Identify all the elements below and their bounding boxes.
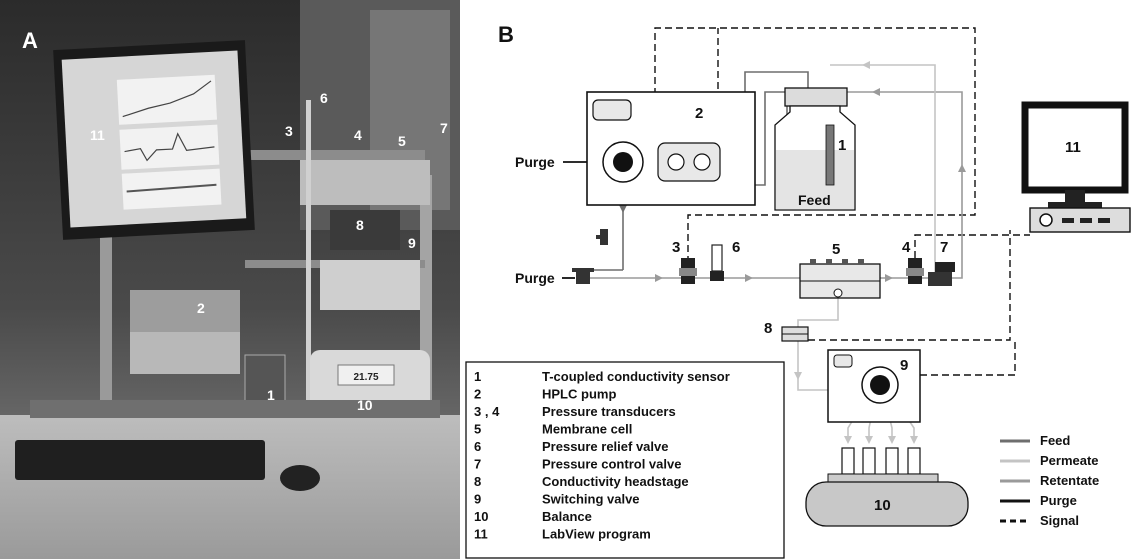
photo-label-3: 3 <box>285 123 293 139</box>
bench-rail <box>30 400 440 418</box>
label-4: 4 <box>902 239 911 256</box>
component-number: 8 <box>474 474 481 489</box>
legend-label: Signal <box>1040 513 1079 528</box>
component-number: 10 <box>474 509 488 524</box>
photo-label-9: 9 <box>408 235 416 251</box>
balance-10: 10 <box>806 474 968 526</box>
label-2: 2 <box>695 105 703 122</box>
photo-label-4: 4 <box>354 127 362 143</box>
component-number: 7 <box>474 457 481 472</box>
component-number: 6 <box>474 439 481 454</box>
component-number: 3 , 4 <box>474 404 500 419</box>
switching-valve-9: 9 <box>828 350 920 422</box>
photo-panel: 21.75 A 11 6 3 4 5 7 8 9 2 1 10 <box>0 0 460 559</box>
legend-label: Purge <box>1040 493 1077 508</box>
legend-label: Feed <box>1040 433 1070 448</box>
legend-label: Permeate <box>1040 453 1099 468</box>
label-7: 7 <box>940 239 948 256</box>
label-11: 11 <box>1065 139 1081 156</box>
purge-label-bottom: Purge <box>515 270 555 286</box>
component-name: Conductivity headstage <box>542 474 689 489</box>
label-5: 5 <box>832 241 840 258</box>
computer-11: 11 <box>1025 105 1130 232</box>
component-number: 9 <box>474 492 481 507</box>
component-table: 1 T-coupled conductivity sensor 2 HPLC pump… <box>466 362 784 558</box>
fitting-rail <box>300 160 430 205</box>
component-name: HPLC pump <box>542 387 616 402</box>
diagram-panel: B <box>460 0 1132 559</box>
photo-label-8: 8 <box>356 217 364 233</box>
photo-label-10: 10 <box>357 397 373 413</box>
mouse <box>280 465 320 491</box>
label-9: 9 <box>900 357 908 374</box>
hplc-pump-symbol: 2 <box>587 92 755 205</box>
frame-post <box>100 225 112 425</box>
photo-label-1: 1 <box>267 387 275 403</box>
feed-label: Feed <box>798 192 831 208</box>
component-number: 11 <box>474 527 488 542</box>
label-1: 1 <box>838 137 846 154</box>
photo-label-11: 11 <box>90 127 105 143</box>
legend-label: Retentate <box>1040 473 1099 488</box>
feed-bottle: 1 Feed <box>775 88 855 210</box>
purge-label-top: Purge <box>515 154 555 170</box>
component-name: Switching valve <box>542 492 640 507</box>
panel-b-label: B <box>498 22 514 47</box>
label-3: 3 <box>672 239 680 256</box>
photo-label-7: 7 <box>440 120 448 136</box>
balance-reading: 21.75 <box>353 372 378 383</box>
panel-a-label: A <box>22 28 38 53</box>
component-name: Pressure control valve <box>542 457 681 472</box>
valve-block <box>330 210 400 250</box>
photo-label-5: 5 <box>398 133 406 149</box>
component-number: 5 <box>474 422 481 437</box>
bench <box>0 415 460 559</box>
component-name: LabView program <box>542 527 651 542</box>
photo-label-2: 2 <box>197 300 205 316</box>
component-number: 2 <box>474 387 481 402</box>
label-10: 10 <box>874 497 891 514</box>
label-6: 6 <box>732 239 740 256</box>
keyboard <box>15 440 265 480</box>
photo-label-6: 6 <box>320 90 328 106</box>
component-name: Membrane cell <box>542 422 632 437</box>
component-name: Pressure transducers <box>542 404 676 419</box>
component-name: Balance <box>542 509 592 524</box>
component-number: 1 <box>474 369 481 384</box>
component-name: T-coupled conductivity sensor <box>542 369 730 384</box>
label-8: 8 <box>764 320 772 337</box>
component-name: Pressure relief valve <box>542 439 668 454</box>
